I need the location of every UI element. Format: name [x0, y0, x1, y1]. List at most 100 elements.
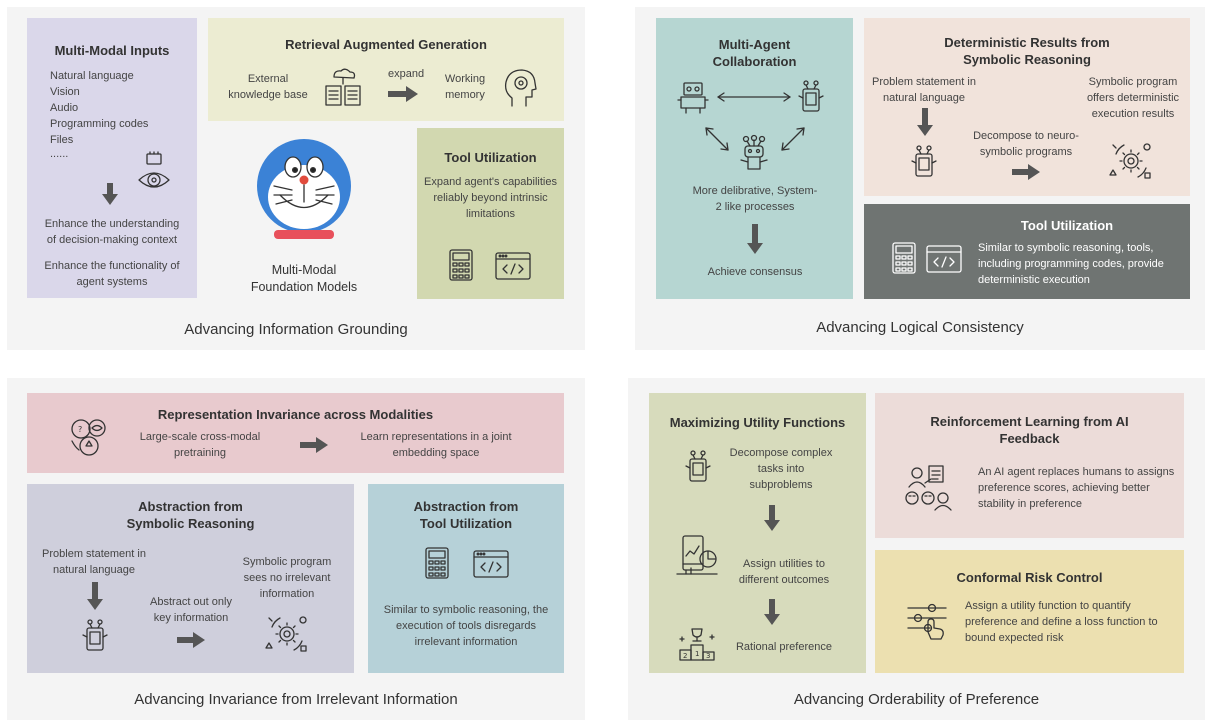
card-maximizing-utility: Maximizing Utility Functions Decompose c… — [649, 393, 866, 673]
input-item: Audio — [50, 102, 79, 114]
panel-information-grounding: Multi-Modal Inputs Natural language Visi… — [7, 7, 585, 350]
tool-description: Expand agent's capabilities reliably bey… — [424, 176, 557, 220]
input-item: ...... — [50, 148, 69, 160]
card-title: Deterministic Results from Symbolic Reas… — [944, 35, 1110, 67]
phone-chart-icon — [676, 535, 718, 575]
symbolic-gear-icon — [265, 616, 307, 652]
det-problem: Problem statement in natural language — [872, 76, 976, 104]
collaboration-arrows — [705, 92, 805, 151]
mm-text-functionality: Enhance the functionality of agent syste… — [44, 260, 180, 288]
rep-right-text: Learn representations in a joint embeddi… — [360, 431, 512, 459]
card-title: Tool Utilization — [1020, 218, 1114, 233]
svg-text:1: 1 — [695, 650, 699, 658]
quadrant-title: Advancing Logical Consistency — [816, 319, 1024, 336]
rag-expand-label: expand — [388, 68, 425, 80]
foundation-model-mascot-icon — [257, 139, 351, 239]
abs-problem: Problem statement in natural language — [42, 548, 146, 576]
card-title: Tool Utilization — [444, 150, 537, 165]
eye-chip-icon — [138, 151, 170, 188]
agents-feedback-icon — [905, 465, 952, 511]
rl-description: An AI agent replaces humans to assigns p… — [978, 466, 1175, 510]
robot-phone-icon — [911, 145, 937, 177]
code-window-icon — [495, 252, 531, 280]
card-multi-agent: Multi-Agent Collaboration More delibrati… — [656, 18, 853, 299]
robot-phone-icon — [798, 80, 824, 112]
input-item: Programming codes — [50, 118, 149, 130]
arrow-down — [747, 224, 763, 254]
sliders-hand-icon — [907, 603, 947, 640]
mm-text-understanding: Enhance the understanding of decision-ma… — [44, 218, 180, 246]
podium-trophy-icon: 1 2 3 — [679, 628, 715, 661]
rag-knowledge-base: External knowledge base — [228, 73, 308, 101]
ma-process-text: More delibrative, System-2 like processe… — [692, 185, 818, 213]
card-deterministic-results: Deterministic Results from Symbolic Reas… — [864, 18, 1190, 196]
card-title: Abstraction from Tool Utilization — [413, 499, 519, 531]
card-rag: Retrieval Augmented Generation External … — [208, 18, 564, 121]
documents-cloud-icon — [325, 68, 361, 106]
card-title: Maximizing Utility Functions — [669, 415, 846, 430]
svg-text:2: 2 — [683, 652, 687, 660]
panel-orderability: Maximizing Utility Functions Decompose c… — [628, 378, 1205, 720]
input-item: Vision — [50, 86, 80, 98]
quadrant-title: Advancing Invariance from Irrelevant Inf… — [134, 691, 458, 708]
card-multimodal-inputs: Multi-Modal Inputs Natural language Visi… — [27, 18, 197, 298]
quadrant-title: Advancing Information Grounding — [184, 321, 408, 338]
card-abstraction-symbolic: Abstraction from Symbolic Reasoning Prob… — [27, 484, 354, 673]
quadrant-title: Advancing Orderability of Preference — [793, 691, 1040, 708]
calculator-icon — [892, 242, 916, 274]
robot-phone-icon — [82, 619, 108, 651]
det-symbolic: Symbolic program offers deterministic ex… — [1086, 76, 1180, 120]
step-decompose: Decompose complex tasks into subproblems — [729, 447, 833, 491]
abs-symbolic: Symbolic program sees no irrelevant info… — [242, 556, 332, 600]
rag-working-memory: Working memory — [444, 73, 486, 101]
input-item: Files — [50, 134, 74, 146]
card-tool-utilization: Tool Utilization Similar to symbolic rea… — [864, 204, 1190, 299]
det-decompose: Decompose to neuro-symbolic programs — [973, 130, 1079, 158]
card-title: Abstraction from Symbolic Reasoning — [126, 499, 255, 531]
card-title: Conformal Risk Control — [956, 570, 1103, 585]
code-window-icon — [926, 245, 962, 273]
panel-invariance: Representation Invariance across Modalit… — [7, 378, 585, 720]
arrow-down — [764, 505, 780, 531]
multimodal-bubbles-icon: ? — [71, 419, 106, 456]
arrow-right — [177, 632, 205, 648]
svg-text:?: ? — [78, 425, 82, 434]
tool-description: Similar to symbolic reasoning, tools, in… — [978, 242, 1164, 286]
ma-consensus: Achieve consensus — [707, 266, 803, 278]
tool-description: Similar to symbolic reasoning, the execu… — [383, 604, 549, 648]
arrow-down — [917, 108, 933, 136]
card-title: Representation Invariance across Modalit… — [157, 407, 434, 422]
card-conformal-risk: Conformal Risk Control Assign a utility … — [875, 550, 1184, 673]
card-title: Multi-Modal Inputs — [54, 43, 170, 58]
arrow-down — [87, 582, 103, 610]
robot-icon — [677, 82, 709, 114]
arrow-right — [300, 437, 328, 453]
abs-abstract: Abstract out only key information — [150, 596, 232, 624]
calculator-icon — [449, 249, 473, 281]
card-representation-invariance: Representation Invariance across Modalit… — [27, 393, 564, 473]
svg-text:3: 3 — [706, 652, 710, 660]
step-rational: Rational preference — [735, 641, 832, 653]
arrow-right — [1012, 164, 1040, 180]
input-item: Natural language — [50, 70, 134, 82]
step-assign: Assign utilities to different outcomes — [738, 558, 830, 586]
card-abstraction-tool: Abstraction from Tool Utilization Simila… — [368, 484, 564, 673]
arrow-down — [764, 599, 780, 625]
panel-logical-consistency: Multi-Agent Collaboration More delibrati… — [635, 7, 1205, 350]
foundation-models-label: Multi-Modal Foundation Models — [250, 263, 358, 294]
card-tool-utilization: Tool Utilization Expand agent's capabili… — [417, 128, 564, 299]
symbolic-gear-icon — [1109, 143, 1151, 179]
card-rlaif: Reinforcement Learning from AI Feedback … — [875, 393, 1184, 538]
brain-head-icon — [504, 69, 537, 107]
card-title: Reinforcement Learning from AI Feedback — [930, 414, 1129, 446]
arrow-right — [388, 86, 418, 102]
rep-left-text: Large-scale cross-modal pretraining — [139, 431, 261, 459]
arrow-down — [102, 183, 118, 205]
robot-phone-icon — [685, 450, 711, 482]
crc-description: Assign a utility function to quantify pr… — [965, 600, 1158, 644]
calculator-icon — [425, 547, 449, 579]
robot-antenna-icon — [740, 134, 768, 170]
code-window-icon — [473, 550, 509, 578]
card-title: Multi-Agent Collaboration — [712, 37, 797, 69]
card-title: Retrieval Augmented Generation — [285, 37, 487, 52]
